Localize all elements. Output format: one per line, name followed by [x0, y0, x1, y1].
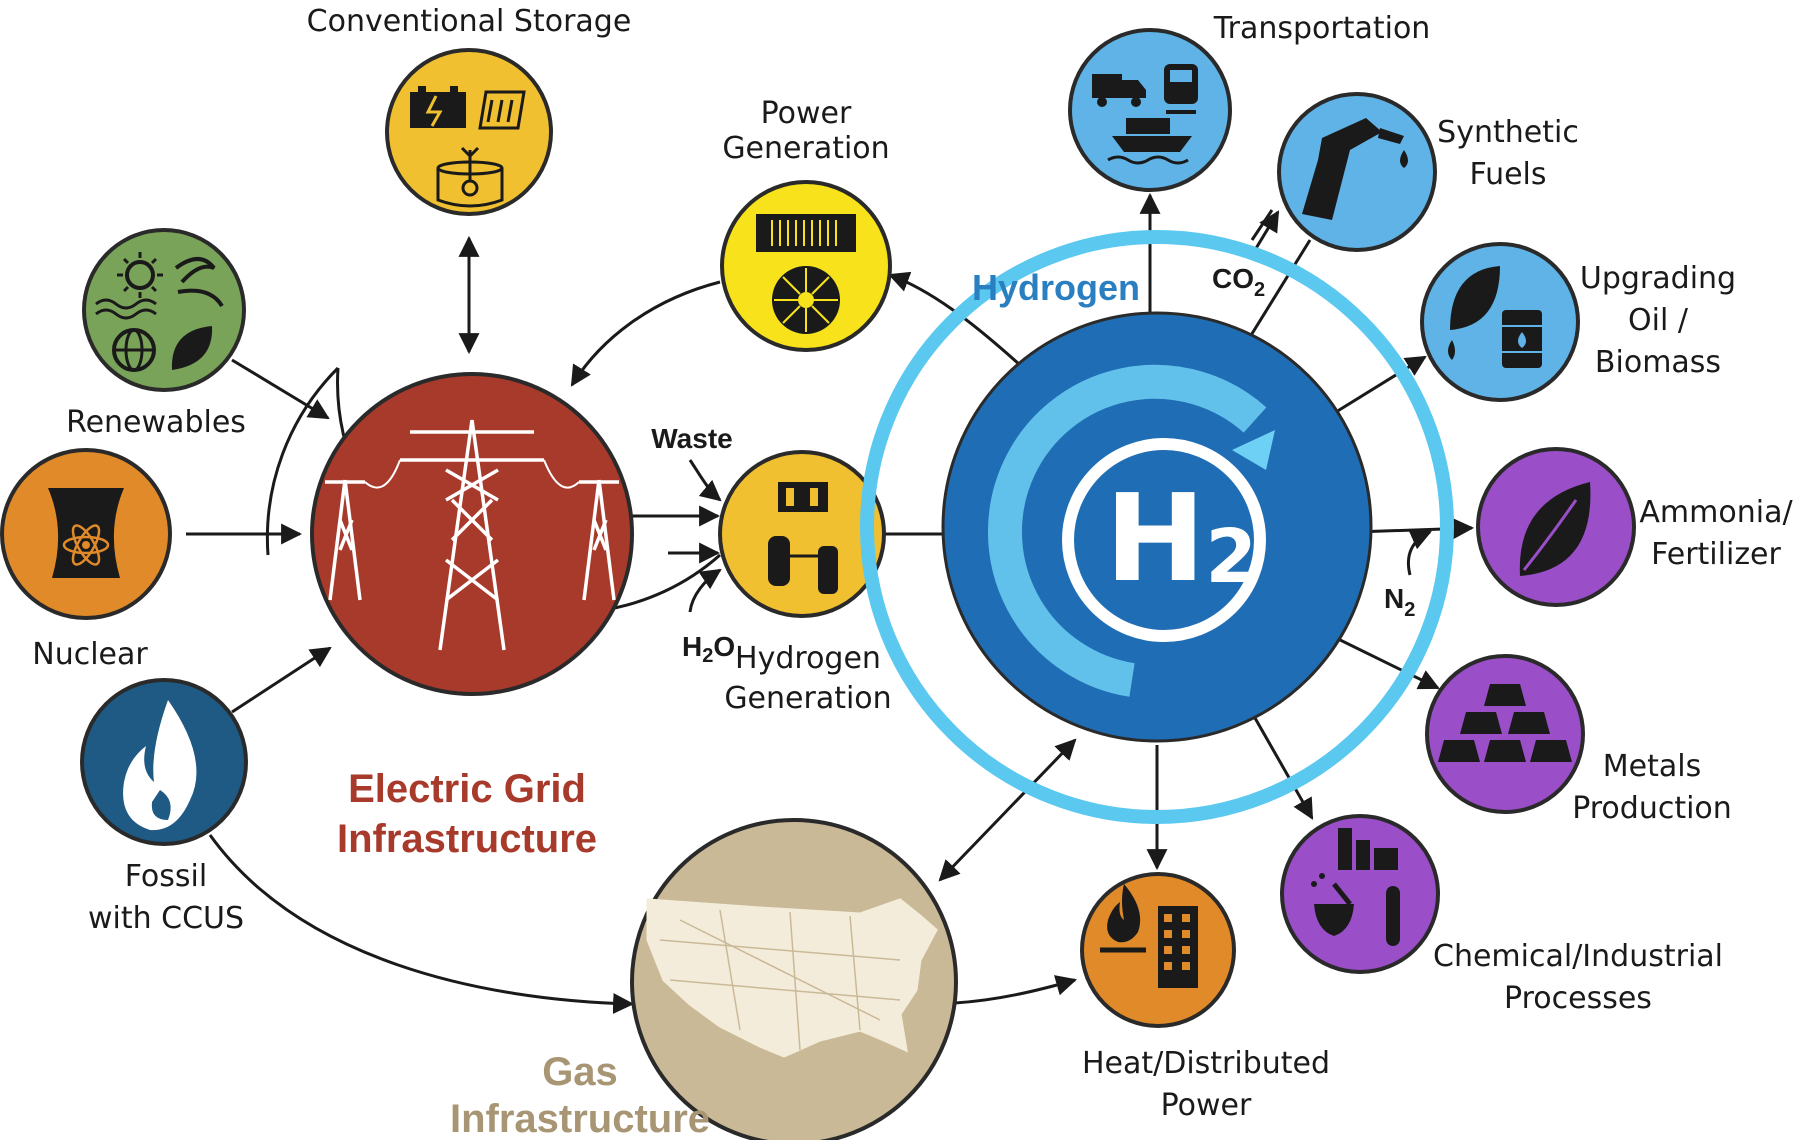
hydrogen-generation-label-line1: Hydrogen: [735, 641, 881, 676]
building-icon: [1158, 906, 1198, 988]
lab-flask-icon: [1311, 873, 1400, 946]
sun-icon: [117, 252, 163, 298]
electric-grid-label-line1: Electric Grid: [348, 767, 586, 811]
hydrogen-generation-node[interactable]: [718, 450, 886, 618]
upgrading-label-line1: Upgrading: [1580, 261, 1736, 296]
chemical-label-line2: Processes: [1504, 981, 1652, 1016]
gas-infrastructure-label-line1: Gas: [542, 1050, 618, 1094]
factory-icon: [1338, 828, 1398, 870]
conventional-storage-node[interactable]: [385, 48, 553, 216]
fossil-label-line2: with CCUS: [88, 901, 244, 936]
heat-distributed-power-node[interactable]: [1080, 872, 1236, 1028]
storage-tank-icon: [436, 146, 504, 208]
fuel-cell-icon: [756, 214, 856, 252]
upgrading-oil-biomass-node[interactable]: [1420, 242, 1580, 402]
power-generation-label-line2: Generation: [722, 131, 889, 166]
conventional-storage-label: Conventional Storage: [307, 4, 632, 39]
synthetic-fuels-label-line2: Fuels: [1469, 157, 1546, 192]
fossil-label-line1: Fossil: [125, 859, 207, 894]
hydrogen-generation-label-line2: Generation: [724, 681, 891, 716]
renewables-node[interactable]: [82, 228, 246, 392]
metals-production-node[interactable]: [1425, 654, 1585, 814]
upgrading-label-line3: Biomass: [1595, 345, 1721, 380]
transportation-node[interactable]: [1068, 28, 1232, 192]
ammonia-label-line2: Fertilizer: [1651, 537, 1781, 572]
h2-logo-text: H2: [1105, 470, 1257, 609]
reformer-icon: [768, 536, 838, 594]
h2-cycle-arrow-icon: [987, 364, 1275, 697]
hydrogen-hub-node[interactable]: H2: [860, 230, 1454, 824]
gas-infrastructure-node[interactable]: [630, 818, 958, 1140]
gas-infrastructure-label-line2: Infrastructure: [450, 1097, 710, 1140]
flame-icon: [123, 700, 197, 831]
ammonia-label-line1: Ammonia/: [1639, 495, 1793, 530]
h2o-label: H2O: [682, 631, 735, 667]
nuclear-node[interactable]: [0, 448, 172, 620]
metals-label-line2: Production: [1572, 791, 1732, 826]
leaf-icon-blue: [1448, 266, 1500, 360]
heat-label-line2: Power: [1161, 1088, 1252, 1123]
co2-label: CO2: [1212, 263, 1265, 301]
electric-grid-label-line2: Infrastructure: [337, 817, 597, 861]
wave-icon: [95, 298, 157, 320]
wind-icon: [174, 257, 224, 308]
h2-logo-icon: H2: [1062, 438, 1266, 642]
transportation-label: Transportation: [1213, 11, 1431, 46]
synthetic-fuels-label-line1: Synthetic: [1437, 115, 1579, 150]
synthetic-fuels-node[interactable]: [1277, 92, 1437, 252]
power-generation-node[interactable]: [720, 180, 892, 352]
oil-barrel-icon: [1502, 310, 1542, 368]
fuel-nozzle-icon: [1302, 118, 1408, 220]
transmission-tower-icon: [325, 419, 619, 651]
train-icon: [1164, 64, 1198, 114]
flame-icon-small: [1100, 884, 1146, 953]
globe-icon: [112, 328, 156, 372]
metals-label-line1: Metals: [1603, 749, 1701, 784]
battery-icon: [410, 86, 466, 128]
renewables-label: Renewables: [66, 405, 246, 440]
leaf-icon-purple: [1519, 482, 1591, 576]
upgrading-label-line2: Oil /: [1628, 303, 1689, 338]
atom-icon: [62, 524, 110, 566]
heat-label-line1: Heat/Distributed: [1082, 1046, 1330, 1081]
power-generation-label-line1: Power: [761, 96, 852, 131]
hydro-dam-icon: [478, 90, 526, 130]
fossil-node[interactable]: [80, 678, 248, 846]
ammonia-fertilizer-node[interactable]: [1476, 447, 1636, 607]
n2-label: N2: [1384, 583, 1415, 621]
truck-icon: [1092, 74, 1146, 107]
electrolyzer-icon: [778, 482, 828, 512]
chemical-industrial-node[interactable]: [1280, 814, 1440, 974]
turbine-icon: [772, 266, 840, 334]
leaf-icon: [171, 326, 213, 370]
nuclear-label: Nuclear: [32, 637, 148, 672]
ship-icon: [1107, 118, 1192, 165]
waste-label: Waste: [651, 423, 732, 454]
us-map-icon: [646, 898, 938, 1058]
hydrogen-title: Hydrogen: [972, 267, 1140, 308]
chemical-label-line1: Chemical/Industrial: [1433, 939, 1723, 974]
gold-bars-icon: [1438, 684, 1572, 762]
electric-grid-node[interactable]: [310, 372, 634, 696]
